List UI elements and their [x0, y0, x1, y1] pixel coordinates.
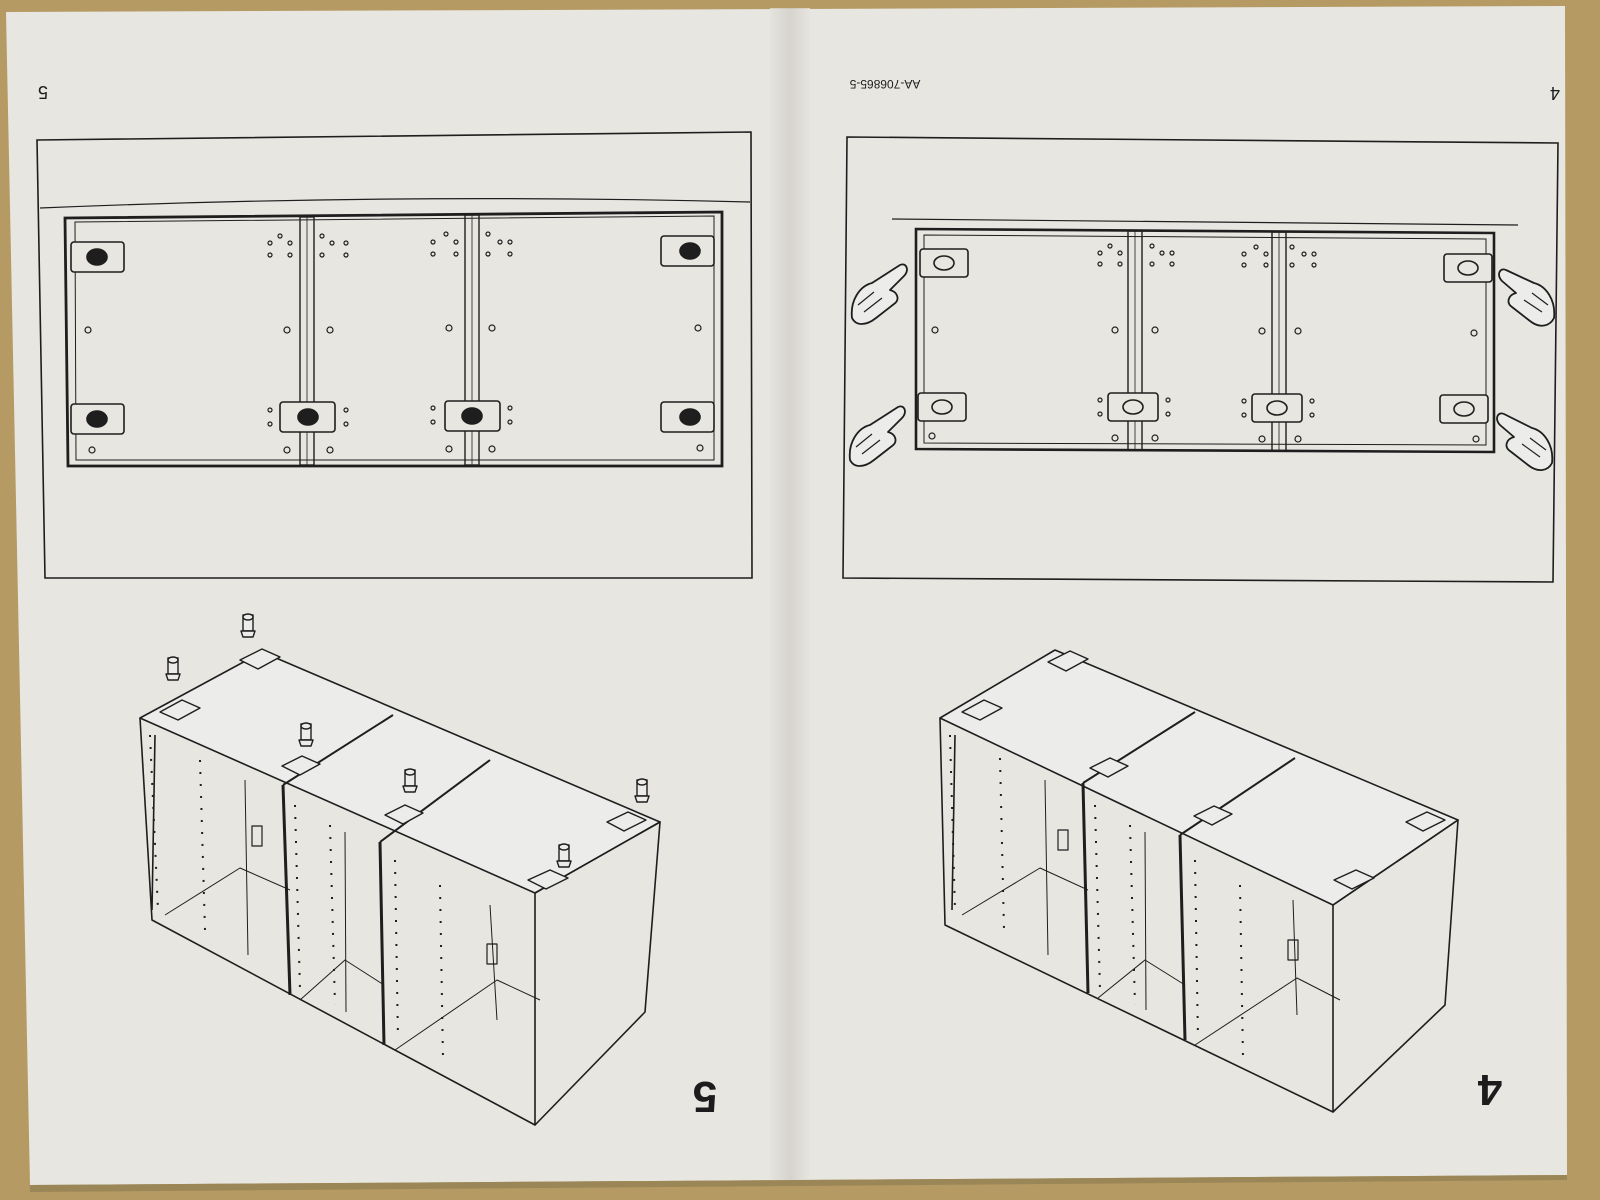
- right-step-number: 4: [1477, 1065, 1502, 1114]
- booklet-spine: [770, 8, 810, 1183]
- screw-holes-left: [84, 231, 704, 454]
- right-page: 4 AA-706865-5: [842, 77, 1560, 1114]
- cabinet-legs: [165, 613, 650, 868]
- screw-holes-right: [928, 243, 1480, 443]
- right-page-number: 4: [1550, 83, 1560, 103]
- step-4-cabinet-illustration: [939, 649, 1459, 1113]
- left-page: 5: [36, 82, 753, 1126]
- left-page-number: 5: [38, 82, 48, 102]
- bottom-paper-edge: [30, 1175, 1567, 1192]
- left-step-number: 5: [693, 1072, 717, 1121]
- cabinet-bottom-view: [63, 210, 724, 468]
- leg-mount-plates: [70, 235, 715, 435]
- right-detail-panel: [842, 136, 1559, 583]
- left-detail-panel: [36, 131, 753, 579]
- empty-mount-plates: [917, 248, 1493, 424]
- article-code: AA-706865-5: [849, 77, 920, 91]
- step-5-cabinet-illustration: [139, 613, 661, 1126]
- pressing-hand-icons: [848, 263, 1556, 471]
